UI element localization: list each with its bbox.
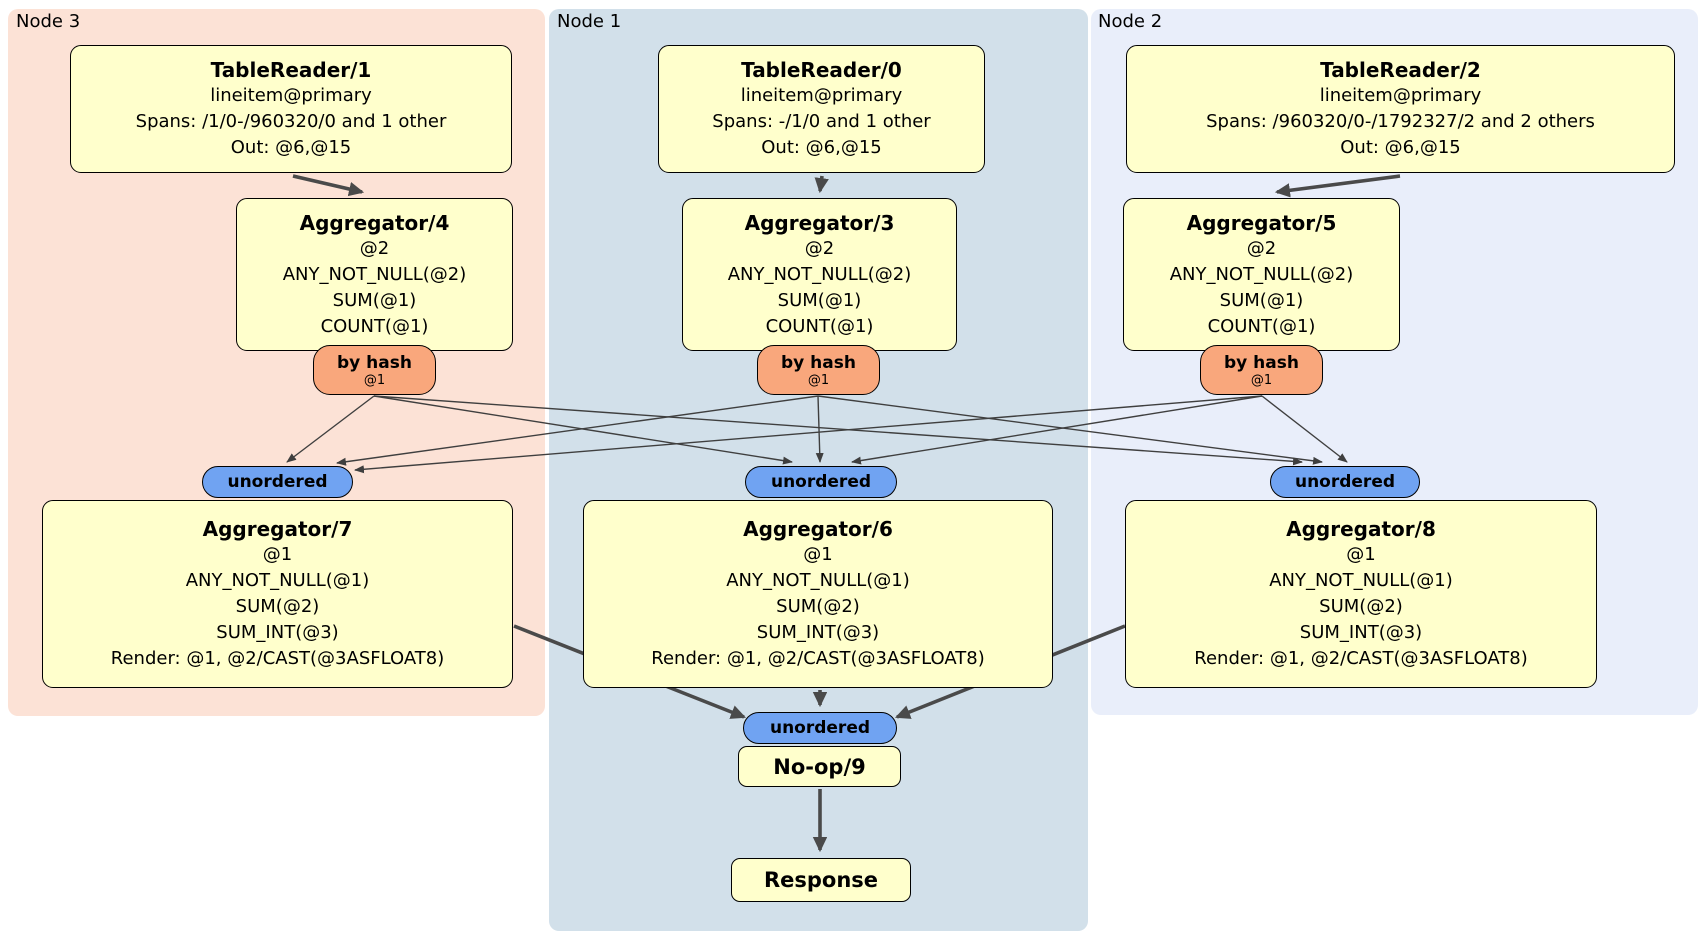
noop-9-title: No-op/9	[773, 754, 866, 779]
aggregator-7-render: Render: @1, @2/CAST(@3ASFLOAT8)	[110, 648, 445, 669]
aggregator-3-fn1: ANY_NOT_NULL(@2)	[727, 263, 912, 285]
aggregator-4-box: Aggregator/4 @2 ANY_NOT_NULL(@2) SUM(@1)…	[236, 198, 513, 351]
aggregator-5-fn2: SUM(@1)	[1219, 289, 1304, 311]
response-title: Response	[763, 868, 879, 892]
unordered-sync-7: unordered	[202, 466, 353, 498]
by-hash-router-4-label: by hash	[337, 352, 412, 373]
aggregator-3-fn3: COUNT(@1)	[765, 315, 874, 337]
aggregator-4-fn2: SUM(@1)	[332, 289, 417, 311]
unordered-sync-6: unordered	[745, 466, 897, 498]
aggregator-7-fn3: SUM_INT(@3)	[216, 622, 339, 643]
aggregator-7-group: @1	[262, 544, 293, 565]
tablereader-2-box: TableReader/2 lineitem@primary Spans: /9…	[1126, 45, 1675, 173]
tablereader-0-index: lineitem@primary	[740, 85, 903, 106]
aggregator-6-fn3: SUM_INT(@3)	[756, 622, 880, 643]
aggregator-6-fn2: SUM(@2)	[776, 596, 860, 617]
aggregator-8-render: Render: @1, @2/CAST(@3ASFLOAT8)	[1194, 648, 1528, 669]
response-box: Response	[731, 858, 911, 902]
tablereader-2-out: Out: @6,@15	[1340, 137, 1461, 158]
node2-label: Node 2	[1098, 11, 1163, 32]
aggregator-7-box: Aggregator/7 @1 ANY_NOT_NULL(@1) SUM(@2)…	[42, 500, 513, 688]
aggregator-5-title: Aggregator/5	[1186, 210, 1337, 235]
aggregator-5-box: Aggregator/5 @2 ANY_NOT_NULL(@2) SUM(@1)…	[1123, 198, 1400, 351]
aggregator-8-box: Aggregator/8 @1 ANY_NOT_NULL(@1) SUM(@2)…	[1125, 500, 1597, 688]
aggregator-4-fn3: COUNT(@1)	[320, 315, 429, 337]
tablereader-0-spans: Spans: -/1/0 and 1 other	[712, 111, 931, 132]
unordered-sync-8: unordered	[1270, 466, 1420, 498]
aggregator-7-title: Aggregator/7	[202, 517, 353, 541]
by-hash-router-5-key: @1	[1250, 372, 1273, 388]
aggregator-8-fn1: ANY_NOT_NULL(@1)	[1269, 570, 1453, 591]
by-hash-router-5-label: by hash	[1224, 352, 1299, 373]
aggregator-8-group: @1	[1346, 544, 1376, 565]
aggregator-6-render: Render: @1, @2/CAST(@3ASFLOAT8)	[651, 648, 985, 669]
by-hash-router-3-key: @1	[807, 372, 830, 388]
tablereader-1-spans: Spans: /1/0-/960320/0 and 1 other	[135, 111, 447, 132]
aggregator-3-group: @2	[804, 237, 835, 259]
aggregator-6-box: Aggregator/6 @1 ANY_NOT_NULL(@1) SUM(@2)…	[583, 500, 1053, 688]
aggregator-5-fn1: ANY_NOT_NULL(@2)	[1169, 263, 1354, 285]
aggregator-4-title: Aggregator/4	[299, 210, 450, 235]
by-hash-router-4: by hash @1	[313, 345, 436, 395]
noop-9-box: No-op/9	[738, 746, 901, 787]
tablereader-0-out: Out: @6,@15	[761, 137, 882, 158]
aggregator-5-fn3: COUNT(@1)	[1207, 315, 1316, 337]
tablereader-0-title: TableReader/0	[741, 58, 902, 82]
tablereader-0-box: TableReader/0 lineitem@primary Spans: -/…	[658, 45, 985, 173]
tablereader-2-index: lineitem@primary	[1319, 85, 1482, 106]
aggregator-6-fn1: ANY_NOT_NULL(@1)	[726, 570, 910, 591]
node3-label: Node 3	[16, 11, 81, 32]
aggregator-3-fn2: SUM(@1)	[777, 289, 862, 311]
aggregator-6-title: Aggregator/6	[743, 517, 893, 541]
by-hash-router-3: by hash @1	[757, 345, 880, 395]
by-hash-router-4-key: @1	[363, 372, 386, 388]
unordered-sync-9: unordered	[743, 712, 897, 744]
aggregator-3-title: Aggregator/3	[744, 210, 895, 235]
tablereader-1-box: TableReader/1 lineitem@primary Spans: /1…	[70, 45, 512, 173]
aggregator-7-fn1: ANY_NOT_NULL(@1)	[185, 570, 370, 591]
by-hash-router-5: by hash @1	[1200, 345, 1323, 395]
tablereader-2-spans: Spans: /960320/0-/1792327/2 and 2 others	[1206, 111, 1595, 132]
tablereader-1-title: TableReader/1	[210, 58, 372, 82]
aggregator-8-title: Aggregator/8	[1286, 517, 1436, 541]
by-hash-router-3-label: by hash	[781, 352, 856, 373]
aggregator-4-group: @2	[359, 237, 390, 259]
aggregator-3-box: Aggregator/3 @2 ANY_NOT_NULL(@2) SUM(@1)…	[682, 198, 957, 351]
tablereader-1-index: lineitem@primary	[210, 85, 372, 106]
aggregator-5-group: @2	[1246, 237, 1277, 259]
aggregator-7-fn2: SUM(@2)	[235, 596, 320, 617]
aggregator-6-group: @1	[803, 544, 833, 565]
aggregator-8-fn2: SUM(@2)	[1319, 596, 1403, 617]
tablereader-1-out: Out: @6,@15	[230, 137, 352, 158]
aggregator-8-fn3: SUM_INT(@3)	[1299, 622, 1423, 643]
tablereader-2-title: TableReader/2	[1320, 58, 1481, 82]
aggregator-4-fn1: ANY_NOT_NULL(@2)	[282, 263, 467, 285]
node1-label: Node 1	[557, 11, 622, 32]
